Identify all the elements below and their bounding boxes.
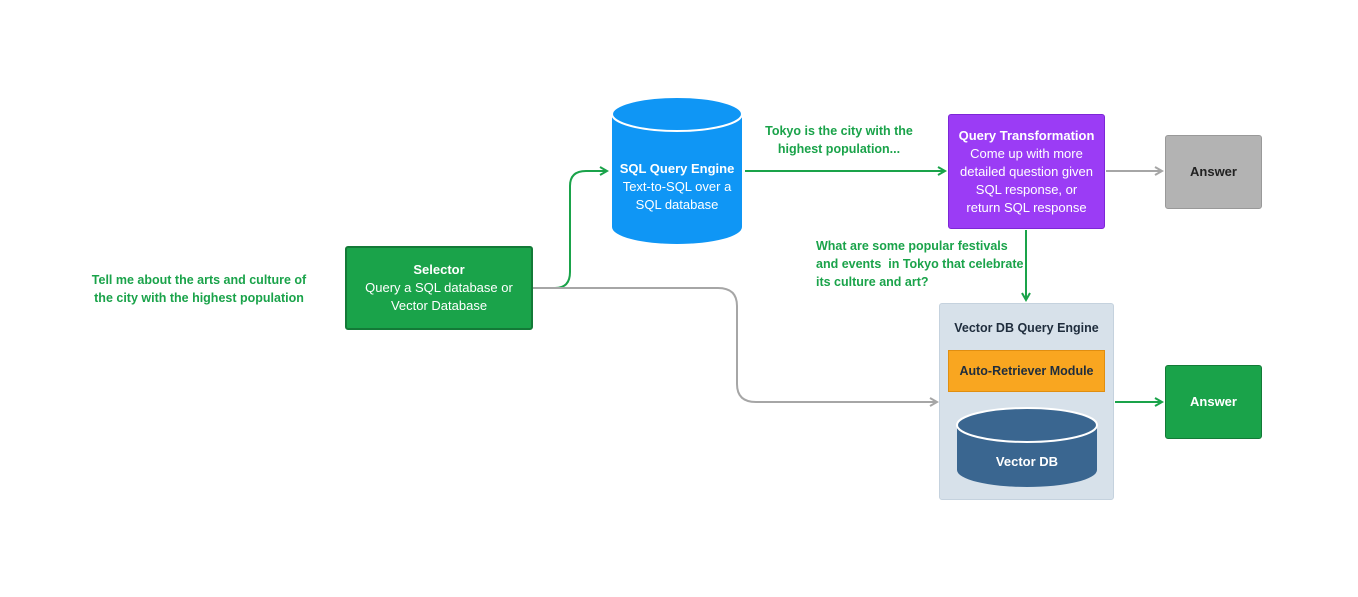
selector-node: Selector Query a SQL database or Vector … [345,246,533,330]
query-transformation-line4: return SQL response [966,199,1087,215]
sql-response-text: Tokyo is the city with the highest popul… [756,122,922,158]
answer-node-top: Answer [1165,135,1262,209]
auto-retriever-module: Auto-Retriever Module [948,350,1105,392]
vector-db-label: Vector DB [995,454,1059,469]
input-query: Tell me about the arts and culture of th… [91,273,307,305]
selector-line2: Vector Database [390,298,488,313]
selector-title: Selector [413,262,465,277]
sql-response-line1: Tokyo is the city with the [765,124,913,138]
transformed-question-line3: its culture and art? [816,275,929,289]
sql-engine-line1: Text-to-SQL over a [622,179,732,194]
sql-engine-title: SQL Query Engine [619,161,735,176]
query-transformation-title: Query Transformation [958,127,1095,143]
transformed-question-line1: What are some popular festivals [816,239,1008,253]
sql-engine-line2: SQL database [635,197,719,212]
sql-engine-node: SQL Query Engine Text-to-SQL over a SQL … [612,160,742,214]
vector-engine-title: Vector DB Query Engine [954,321,1099,335]
arrow-selector-to-vector [533,287,937,402]
vector-db-cylinder [956,407,1098,487]
selector-line1: Query a SQL database or [365,280,513,295]
transformed-question-line2: and events in Tokyo that celebrate [816,257,1024,271]
query-transformation-line3: SQL response, or [975,181,1078,197]
sql-database-cylinder [611,96,743,244]
query-transformation-line2: detailed question given [960,163,1093,179]
vector-db-cylinder-svg [956,407,1098,487]
sql-response-line2: highest population... [777,142,901,156]
query-transformation-line1: Come up with more [970,145,1083,161]
arrow-selector-to-sql [533,171,607,289]
answer-node-bottom: Answer [1165,365,1262,439]
transformed-question-text: What are some popular festivals and even… [816,237,1036,291]
query-transformation-node: Query Transformation Come up with more d… [948,114,1105,229]
